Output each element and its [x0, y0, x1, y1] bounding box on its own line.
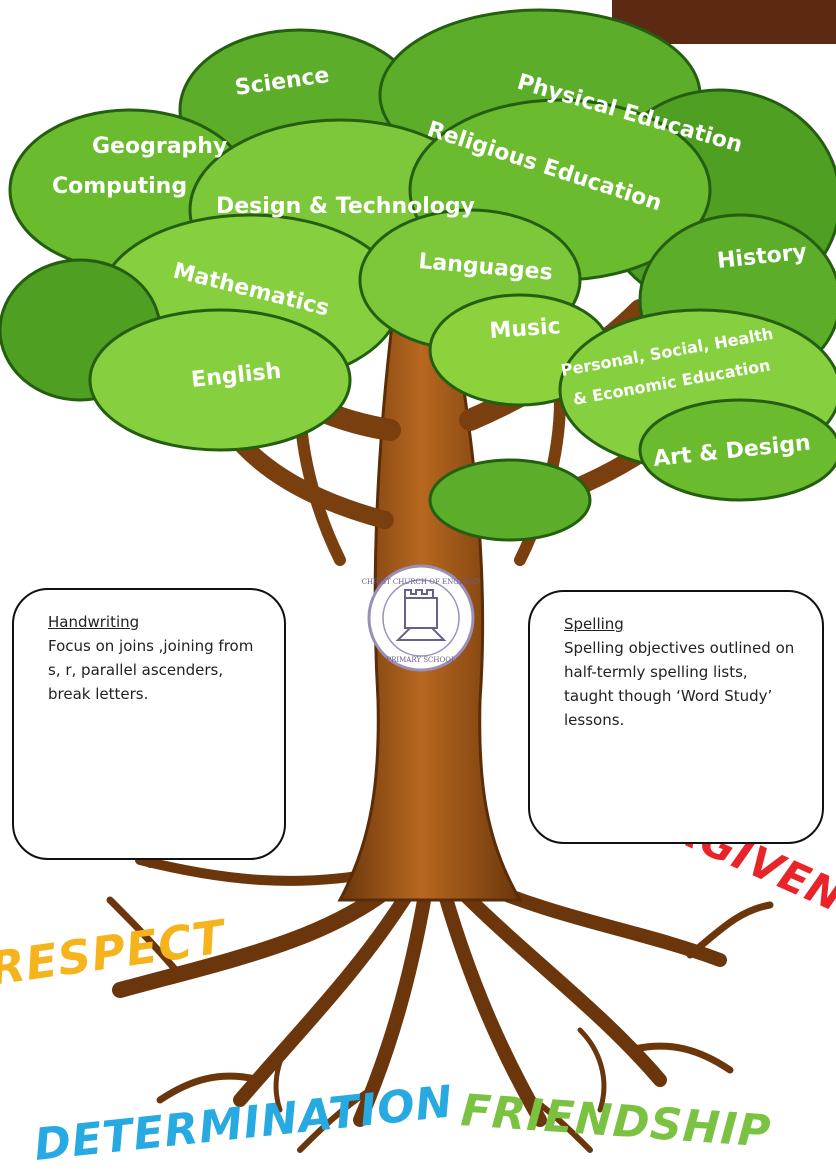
subject-geography: Geography	[92, 134, 227, 159]
logo-text-bottom: PRIMARY SCHOOL	[386, 656, 456, 664]
subject-design-technology: Design & Technology	[216, 194, 475, 219]
logo-text-top: CHRIST CHURCH OF ENGLAND	[362, 578, 481, 586]
subject-computing: Computing	[52, 174, 187, 199]
spelling-body: Spelling objectives outlined on half-ter…	[564, 639, 795, 729]
value-respect: RESPECT	[0, 909, 231, 996]
handwriting-body: Focus on joins ,joining from s, r, paral…	[48, 637, 254, 703]
spelling-note: Spelling Spelling objectives outlined on…	[528, 590, 824, 844]
subject-music: Music	[489, 314, 562, 344]
spelling-heading: Spelling	[564, 615, 624, 633]
handwriting-heading: Handwriting	[48, 613, 140, 631]
handwriting-note: Handwriting Focus on joins ,joining from…	[12, 588, 286, 860]
school-logo	[367, 564, 475, 672]
value-friendship: FRIENDSHIP	[459, 1085, 773, 1158]
foliage	[0, 8, 836, 542]
